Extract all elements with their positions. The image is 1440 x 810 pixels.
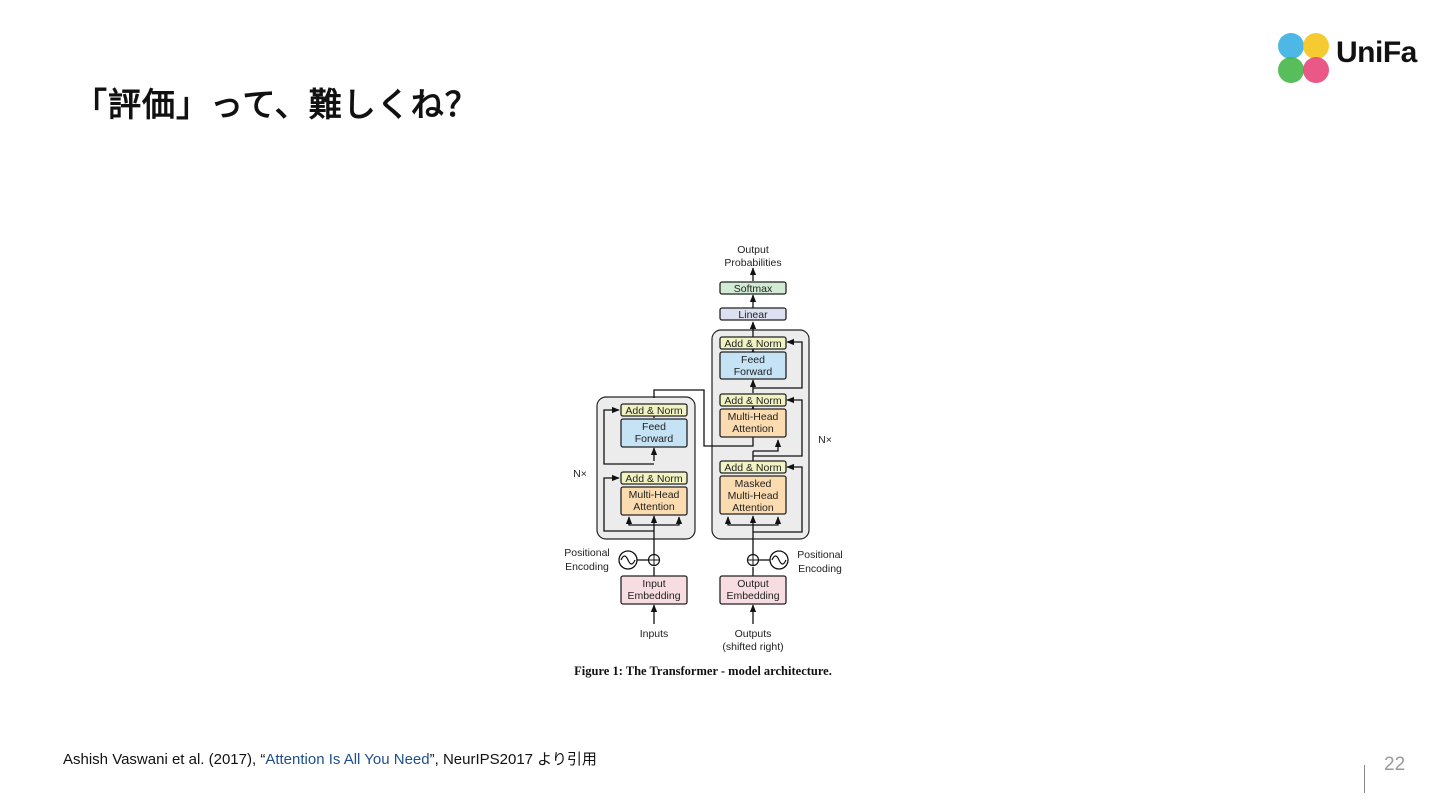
citation-suffix: ”, NeurIPS2017 より引用: [429, 751, 597, 768]
softmax-label: Softmax: [734, 283, 773, 295]
decoder-masked-line1: Masked: [735, 478, 772, 490]
encoder-add-circle-icon: [647, 553, 661, 567]
inputs-label: Inputs: [640, 628, 669, 640]
decoder-add-norm-bottom-label: Add & Norm: [724, 462, 781, 474]
softmax-layer: [719, 281, 787, 295]
logo-mark-icon: [1278, 33, 1329, 83]
encoder-pos-enc-line1: Positional: [564, 547, 610, 559]
input-embedding-line2: Embedding: [627, 590, 680, 602]
page-divider: [1364, 765, 1365, 793]
encoder-add-norm-top: [620, 403, 688, 417]
encoder-block: [596, 396, 696, 540]
slide-title: 「評価」って、難しくね？: [74, 85, 479, 124]
output-embedding-line2: Embedding: [726, 590, 779, 602]
linear-layer: [719, 307, 787, 321]
encoder-ff-line1: Feed: [642, 421, 666, 433]
citation-paper-link[interactable]: Attention Is All You Need: [265, 751, 430, 768]
decoder-pos-enc-line1: Positional: [797, 549, 843, 561]
decoder-add-circle-icon: [746, 553, 760, 567]
decoder-add-norm-top-label: Add & Norm: [724, 338, 781, 350]
outputs-label-line1: Outputs: [735, 628, 772, 640]
decoder-att-line2: Attention: [732, 423, 774, 435]
decoder-add-norm-bottom: [719, 460, 787, 474]
encoder-pos-enc-line2: Encoding: [565, 561, 609, 573]
encoder-feed-forward: [620, 418, 688, 448]
encoder-positional-encoding-icon: [618, 550, 648, 570]
citation: Ashish Vaswani et al. (2017), “Attention…: [63, 748, 597, 769]
decoder-add-norm-top: [719, 336, 787, 350]
decoder-masked-line2: Multi-Head: [728, 490, 779, 502]
encoder-add-norm-top-label: Add & Norm: [625, 405, 682, 417]
encoder-add-norm-bottom: [620, 471, 688, 485]
decoder-positional-encoding-icon: [759, 550, 789, 570]
transformer-diagram: Add & Norm Feed Forward Add & Norm Multi…: [564, 244, 843, 653]
decoder-ff-line1: Feed: [741, 354, 765, 366]
output-probabilities-line1: Output: [737, 244, 769, 256]
decoder-masked-attention: [719, 475, 787, 515]
linear-label: Linear: [738, 309, 768, 321]
encoder-att-line2: Attention: [633, 501, 675, 513]
decoder-ff-line2: Forward: [734, 366, 773, 378]
page-number: 22: [1384, 754, 1406, 775]
decoder-repeat-label: N×: [818, 434, 832, 446]
encoder-att-line1: Multi-Head: [629, 489, 680, 501]
encoder-add-norm-bottom-label: Add & Norm: [625, 473, 682, 485]
encoder-repeat-label: N×: [573, 468, 587, 480]
output-embedding: [719, 575, 787, 605]
decoder-add-norm-middle-label: Add & Norm: [724, 395, 781, 407]
figure-caption: Figure 1: The Transformer - model archit…: [574, 664, 832, 678]
logo-text: UniFa: [1336, 36, 1417, 69]
citation-prefix: Ashish Vaswani et al. (2017), “: [63, 751, 266, 768]
output-probabilities-line2: Probabilities: [724, 257, 781, 269]
encoder-ff-line2: Forward: [635, 433, 674, 445]
decoder-attention: [719, 408, 787, 438]
encoder-attention: [620, 486, 688, 516]
input-embedding-line1: Input: [642, 578, 665, 590]
decoder-pos-enc-line2: Encoding: [798, 563, 842, 575]
outputs-label-line2: (shifted right): [722, 641, 783, 653]
decoder-add-norm-middle: [719, 393, 787, 407]
output-embedding-line1: Output: [737, 578, 769, 590]
unifa-logo: UniFa: [1276, 30, 1417, 86]
decoder-masked-line3: Attention: [732, 502, 774, 514]
decoder-att-line1: Multi-Head: [728, 411, 779, 423]
input-embedding: [620, 575, 688, 605]
decoder-feed-forward: [719, 351, 787, 380]
